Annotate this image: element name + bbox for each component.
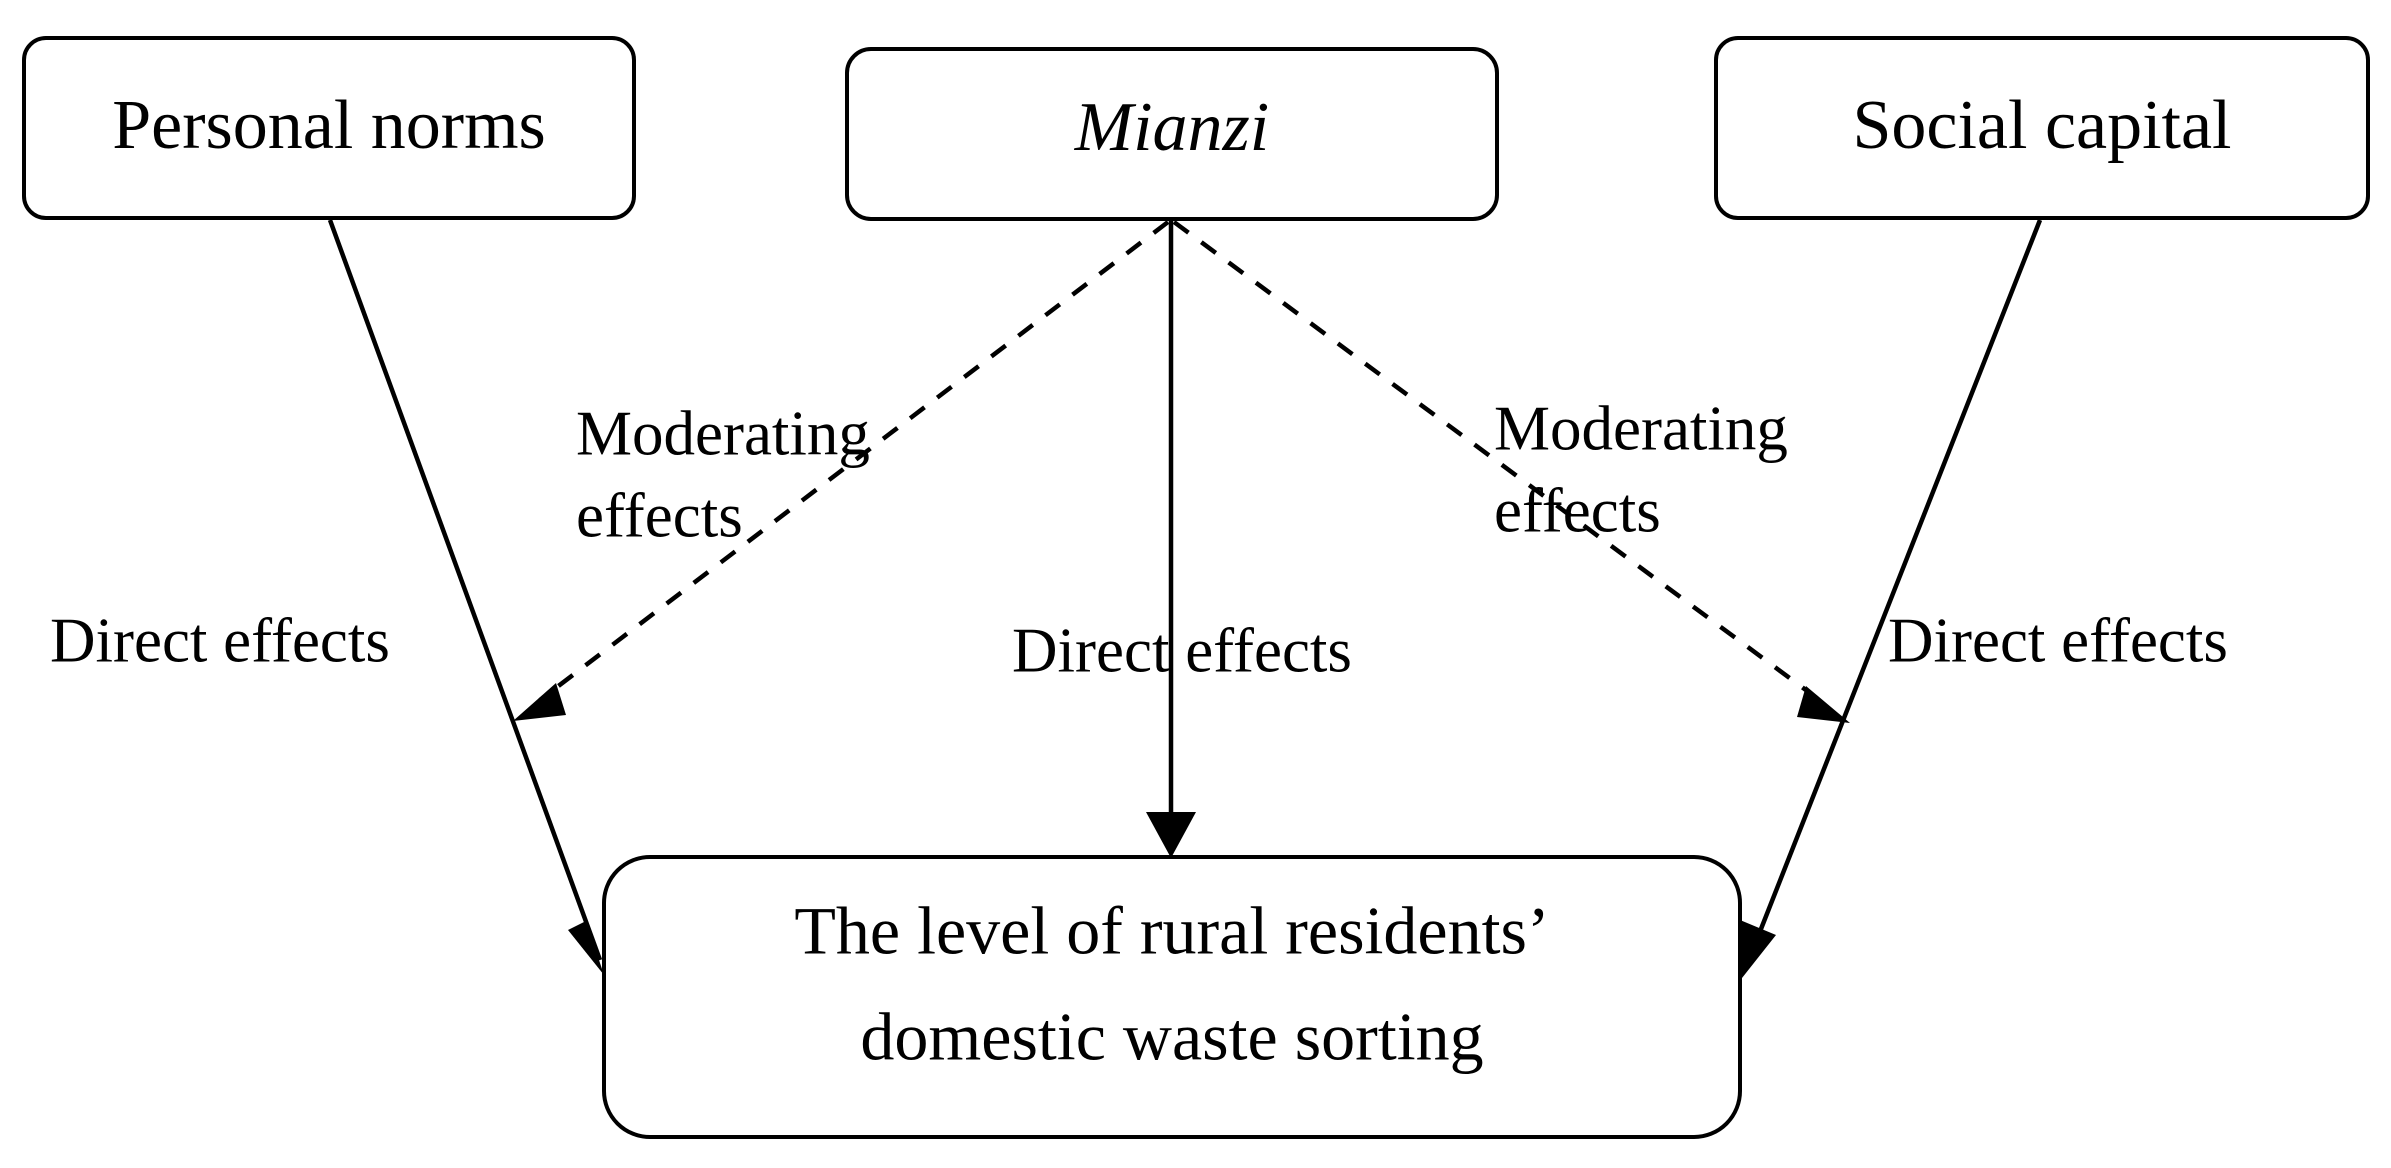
node-social-capital[interactable]: Social capital <box>1714 36 2370 220</box>
node-label-social-capital: Social capital <box>1852 87 2231 164</box>
edge-social-capital-direct <box>1740 219 2043 978</box>
edge-label-moderating-right-line2: effects <box>1494 475 1661 545</box>
node-outcome[interactable]: The level of rural residents’ domestic w… <box>602 855 1742 1139</box>
edge-mianzi-direct <box>1146 220 1196 858</box>
arrowhead-moderating-left <box>513 683 566 721</box>
edge-mianzi-moderating-left <box>513 220 1170 721</box>
edge-mianzi-moderating-right <box>1172 220 1850 723</box>
node-personal-norms[interactable]: Personal norms <box>22 36 636 220</box>
node-label-outcome-line1: The level of rural residents’ <box>794 893 1549 969</box>
node-label-mianzi: Mianzi <box>1074 89 1269 166</box>
arrowhead-mianzi-direct <box>1146 812 1196 858</box>
edge-label-direct-right: Direct effects <box>1888 605 2228 675</box>
arrowhead-moderating-right <box>1797 686 1850 723</box>
node-box-mianzi[interactable] <box>845 47 1499 221</box>
arrowhead-social-direct <box>1740 920 1776 978</box>
node-label-outcome-line2: domestic waste sorting <box>860 999 1483 1075</box>
edge-label-direct-middle: Direct effects <box>1012 615 1352 685</box>
edge-label-moderating-left-line2: effects <box>576 480 743 550</box>
edge-label-direct-left: Direct effects <box>50 605 390 675</box>
edge-line-social-direct <box>1745 219 2043 963</box>
edge-personal-norms-direct <box>327 219 604 975</box>
node-label-personal-norms: Personal norms <box>112 87 546 164</box>
arrowhead-personal-direct <box>568 921 604 975</box>
node-box-personal-norms[interactable] <box>22 36 636 220</box>
edge-label-moderating-left-line1: Moderating <box>576 398 870 468</box>
node-mianzi[interactable]: Mianzi <box>845 47 1499 221</box>
edge-line-personal-direct <box>327 219 603 961</box>
edge-line-moderating-left <box>538 220 1170 702</box>
node-box-outcome[interactable] <box>602 855 1742 1139</box>
edge-label-moderating-right-line1: Moderating <box>1494 393 1788 463</box>
node-box-social-capital[interactable] <box>1714 36 2370 220</box>
